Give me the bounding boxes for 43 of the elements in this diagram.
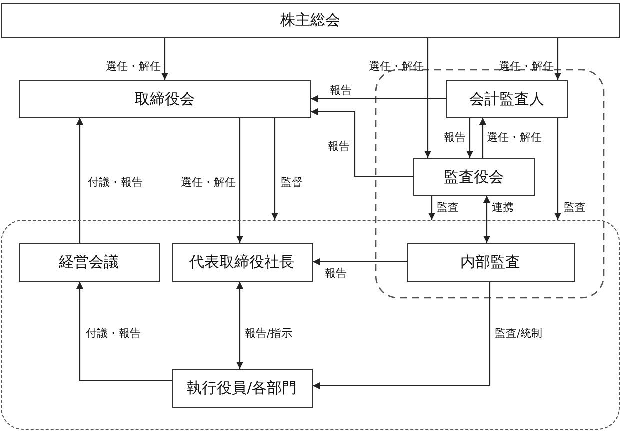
- arrow: [272, 118, 278, 220]
- arrow: [484, 196, 490, 243]
- arrow: [311, 96, 446, 102]
- edge-label: 報告: [325, 267, 347, 281]
- org-box: 監査役会: [413, 158, 535, 196]
- edge-label: 選任・解任: [106, 60, 161, 74]
- org-box: 会計監査人: [446, 80, 568, 118]
- edge-label: 選任・解任: [181, 176, 236, 190]
- org-box: 取締役会: [19, 80, 311, 118]
- arrow: [76, 282, 172, 382]
- edge-label: 報告/指示: [245, 327, 293, 341]
- edge-label: 監査: [437, 201, 459, 215]
- arrow: [428, 196, 436, 220]
- edge-label: 報告: [328, 140, 350, 154]
- org-box: 株主総会: [1, 3, 620, 38]
- arrow: [236, 118, 244, 243]
- org-box: 執行役員/各部門: [172, 368, 313, 408]
- dashed-region: [1, 220, 620, 430]
- arrow: [554, 38, 562, 80]
- arrow: [162, 38, 168, 80]
- arrow: [311, 108, 413, 178]
- arrow: [76, 118, 84, 243]
- org-box: 内部監査: [406, 242, 575, 282]
- edge-label: 付議・報告: [86, 327, 141, 341]
- arrow: [313, 258, 407, 266]
- edge-label: 選任・解任: [499, 60, 554, 74]
- org-box: 経営会議: [18, 242, 160, 282]
- arrow: [480, 118, 486, 158]
- edge-label: 選任・解任: [487, 131, 542, 145]
- edge-label: 選任・解任: [369, 60, 424, 74]
- edge-label: 監査/統制: [495, 327, 543, 341]
- arrow: [424, 38, 432, 158]
- edge-label: 連携: [492, 201, 514, 215]
- edge-label: 付議・報告: [88, 176, 143, 190]
- arrow: [466, 118, 474, 158]
- arrow: [554, 118, 562, 220]
- edge-label: 監査: [564, 201, 586, 215]
- arrow: [236, 282, 244, 369]
- edge-label: 報告: [330, 84, 352, 98]
- edge-label: 監督: [281, 176, 303, 190]
- arrow: [313, 282, 491, 390]
- edge-label: 報告: [444, 131, 466, 145]
- org-box: 代表取締役社長: [172, 242, 313, 282]
